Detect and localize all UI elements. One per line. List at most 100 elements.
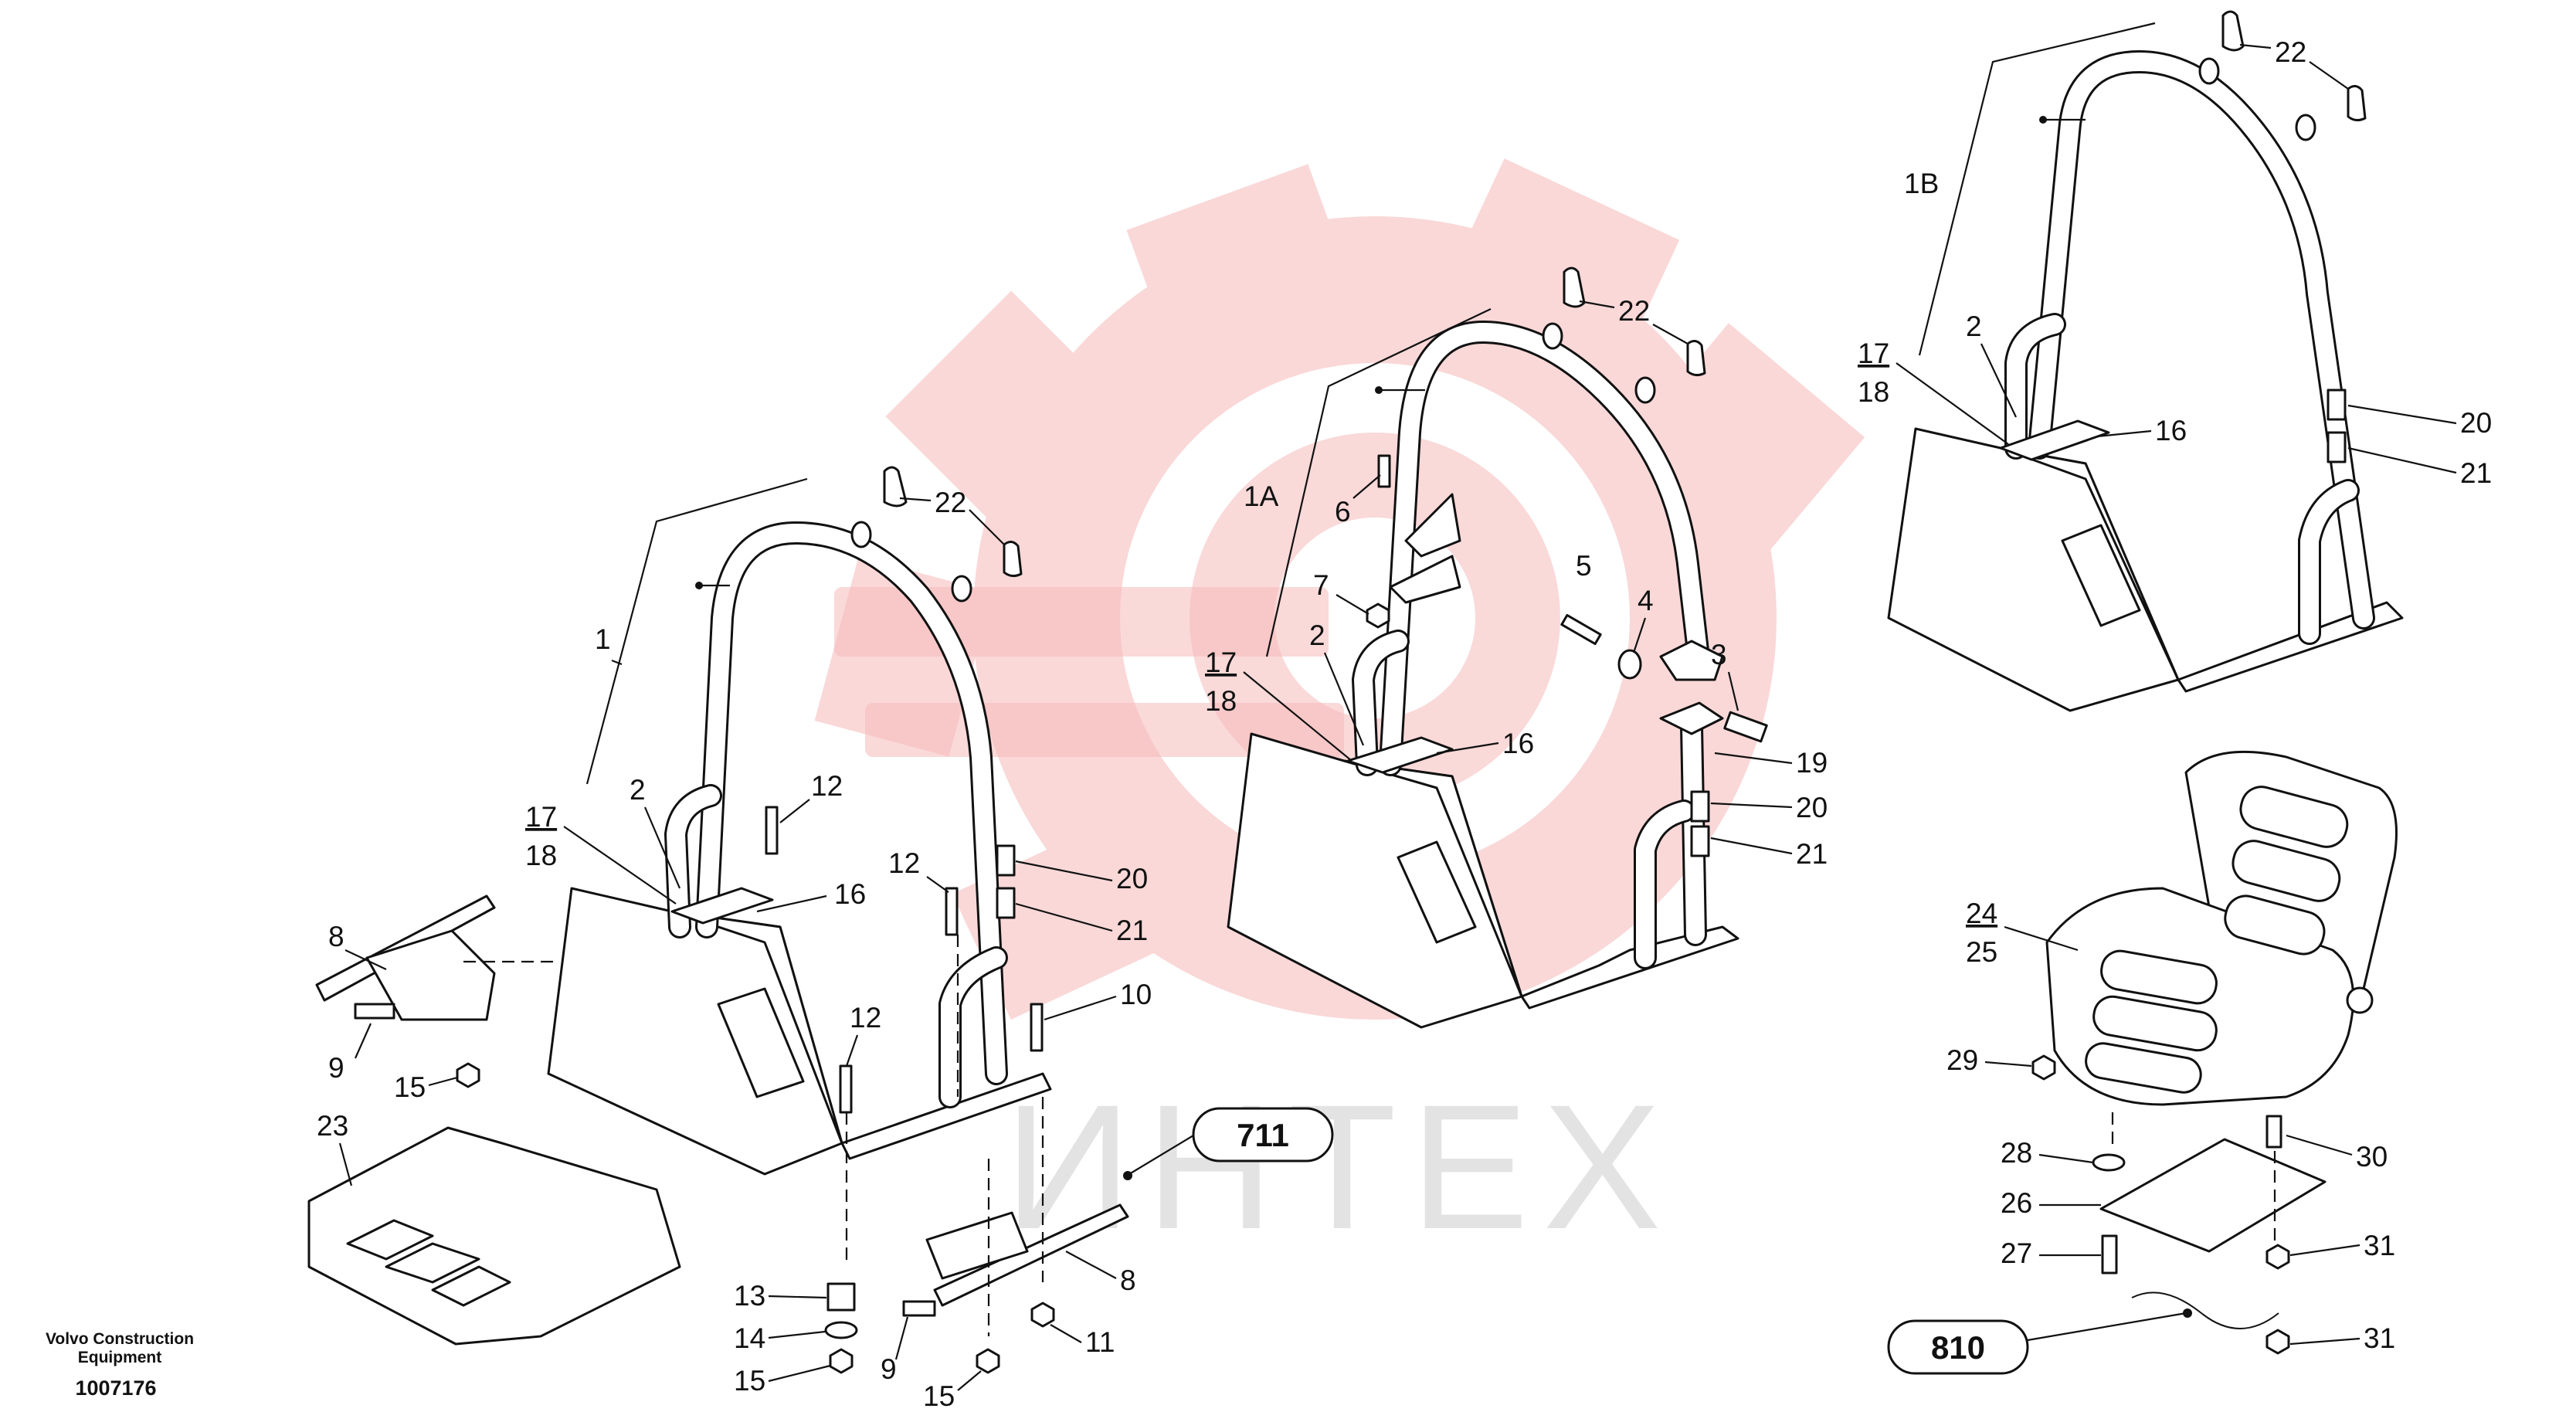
label-20: 20 — [2460, 407, 2492, 439]
label-5: 5 — [1576, 550, 1592, 582]
lifting-eye — [850, 521, 872, 548]
nut-15 — [829, 1348, 854, 1374]
label-18: 18 — [1205, 685, 1237, 717]
nut-31 — [2265, 1329, 2290, 1355]
bolt-9 — [354, 1003, 395, 1020]
label-22: 22 — [935, 487, 966, 518]
seat-assembly — [2031, 750, 2398, 1355]
tag-22 — [2221, 10, 2245, 52]
bracket-8b — [925, 1211, 1029, 1280]
bolt-9 — [902, 1300, 936, 1317]
label-11: 11 — [1085, 1326, 1115, 1358]
lifting-eye — [2198, 57, 2220, 85]
clip-4 — [1617, 649, 1642, 680]
lifting-eye — [951, 575, 972, 602]
label-9: 9 — [328, 1052, 344, 1084]
label-28: 28 — [2001, 1137, 2032, 1169]
svg-text:810: 810 — [1931, 1329, 1985, 1366]
bracket-8b-rail — [933, 1203, 1129, 1307]
label-29: 29 — [1946, 1044, 1978, 1076]
label-12: 12 — [888, 847, 920, 879]
decal-21 — [996, 887, 1016, 919]
label-21: 21 — [2460, 457, 2492, 489]
decal-21 — [2327, 431, 2347, 463]
label-1: 1 — [595, 623, 611, 655]
decal-21 — [1690, 825, 1710, 857]
reference-711[interactable]: 711 — [1123, 1107, 1334, 1180]
hinge-bracket — [1389, 555, 1461, 604]
label-1A: 1A — [1244, 480, 1279, 512]
nut-31 — [2265, 1244, 2290, 1270]
label-21: 21 — [1796, 838, 1828, 870]
cover-slot — [717, 987, 805, 1098]
label-12: 12 — [850, 1002, 881, 1034]
pin-3 — [1723, 711, 1768, 743]
cover-slot — [1397, 840, 1477, 944]
drawing-id: 1007176 — [75, 1376, 156, 1400]
seat-pad — [2232, 840, 2341, 902]
mat-cutout — [346, 1219, 434, 1261]
seat-pad — [2224, 894, 2326, 955]
label-13: 13 — [734, 1280, 765, 1312]
label-10: 10 — [1120, 979, 1152, 1010]
nut-15 — [976, 1348, 1000, 1374]
label-27: 27 — [2001, 1237, 2032, 1269]
label-4: 4 — [1638, 585, 1654, 616]
label-30: 30 — [2356, 1141, 2388, 1173]
bolt-12 — [945, 887, 959, 936]
seat-knob — [2346, 986, 2374, 1014]
tag-22 — [1003, 541, 1023, 578]
label-15: 15 — [923, 1380, 955, 1412]
label-25: 25 — [1966, 936, 1997, 968]
bolt-12 — [839, 1064, 853, 1114]
joint-bracket — [1659, 701, 1724, 735]
tag-22 — [883, 466, 908, 507]
label-3: 3 — [1711, 639, 1727, 670]
left-labels: 1 22 2 17 18 16 12 12 12 20 21 10 8 9 15… — [317, 487, 1152, 1412]
cover-panel — [1887, 427, 2180, 712]
seat-pad — [2085, 1042, 2202, 1094]
tag-22 — [2347, 85, 2367, 122]
bolt-30 — [2265, 1115, 2282, 1149]
tag-22 — [1686, 340, 1706, 377]
brand-name: Volvo Construction — [46, 1330, 194, 1348]
left-assembly — [307, 466, 1129, 1374]
label-14: 14 — [734, 1322, 765, 1354]
mount-plate — [1346, 736, 1454, 774]
label-2: 2 — [1309, 619, 1325, 651]
pin-5 — [1560, 613, 1602, 646]
bolt-10 — [1030, 1003, 1044, 1052]
label-24: 24 — [1966, 898, 1997, 929]
label-20: 20 — [1796, 792, 1828, 823]
washer-14 — [824, 1321, 858, 1339]
brand-name-line2: Equipment — [78, 1349, 162, 1366]
mount-plate — [1999, 419, 2110, 461]
lifting-eye — [2295, 114, 2316, 141]
seat-pad — [2100, 949, 2218, 1005]
label-18: 18 — [525, 840, 557, 871]
hinge-bracket — [1404, 493, 1461, 558]
lifting-eye — [1634, 376, 1656, 404]
label-19: 19 — [1796, 747, 1828, 779]
label-8: 8 — [1120, 1264, 1136, 1296]
base-plate — [1520, 925, 1739, 1010]
label-31: 31 — [2364, 1230, 2395, 1261]
label-8: 8 — [328, 921, 344, 952]
bracket-8 — [365, 929, 496, 1021]
joint-bracket — [1659, 640, 1724, 681]
right-assembly — [1887, 10, 2404, 712]
nut-29 — [2031, 1054, 2056, 1081]
label-15: 15 — [394, 1071, 426, 1103]
right-labels: 1B 22 2 17 18 16 20 21 — [1858, 36, 2492, 489]
nut-15 — [456, 1062, 480, 1088]
label-22: 22 — [2275, 36, 2306, 68]
label-18: 18 — [1858, 376, 1889, 408]
floor-mat-23 — [307, 1126, 681, 1346]
lifting-eye — [1542, 322, 1563, 350]
label-2: 2 — [1966, 311, 1982, 342]
reference-810[interactable]: 810 — [1887, 1308, 2192, 1375]
watermark-text: ИНТЕХ — [1004, 1067, 1675, 1266]
mat-cutout — [431, 1265, 511, 1307]
label-23: 23 — [317, 1110, 348, 1142]
